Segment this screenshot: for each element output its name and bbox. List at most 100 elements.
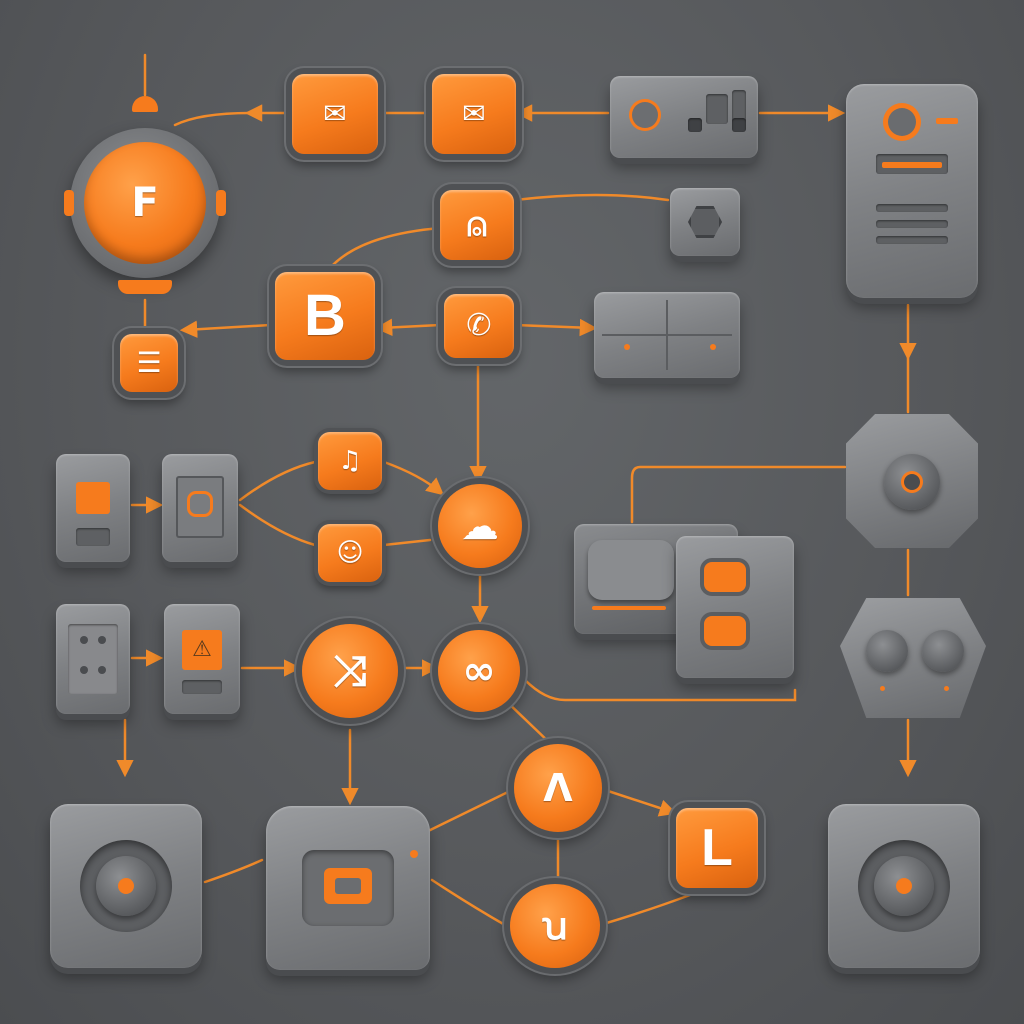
knob-led [944,686,949,691]
shuffle-icon: ⤨ [333,646,367,695]
switch-slot [706,94,728,124]
camera-block[interactable] [266,806,430,970]
dot [80,666,88,674]
wire [603,788,677,817]
server-tower[interactable] [846,84,978,298]
warning-icon: ⚠ [192,637,212,662]
user-button[interactable]: ⍝ [440,190,514,260]
phone-button[interactable]: ✆ [444,294,514,358]
hub-antenna-cap [132,96,158,112]
mail-icon: ✉ [462,97,486,130]
mail-button-left[interactable]: ✉ [292,74,378,154]
lambda-circle[interactable]: Λ [514,744,602,832]
switch-slot [732,118,746,132]
mail-icon: ✉ [323,97,347,130]
cloud-icon: ☁ [461,504,499,548]
wire [382,538,432,547]
link-icon: ∞ [462,648,496,694]
status-led [936,118,958,124]
globe-hub-core: F [84,142,206,264]
camera-icon [324,868,372,904]
link-circle[interactable]: ∞ [438,630,520,712]
warning-panel-left[interactable] [56,454,130,562]
camera-lens [335,878,361,894]
vent-slot [876,236,948,244]
speaker-block-right[interactable] [828,804,980,968]
speaker-center [904,474,920,490]
panel-dial [632,102,658,128]
control-panel-top[interactable] [610,76,758,158]
stacked-modules-front[interactable] [676,536,794,678]
dot [98,636,106,644]
dots-panel[interactable] [56,604,130,714]
wire [503,698,554,747]
wire [513,193,670,202]
vent-slot [876,220,948,228]
wire [382,460,445,496]
grid-led [710,344,716,350]
grid-divider [602,334,732,336]
warning-panel[interactable]: ⚠ [164,604,240,714]
screen-icon [176,476,224,538]
cloud-circle[interactable]: ☁ [438,484,522,568]
vent-slot [876,204,948,212]
module-button-bottom[interactable] [704,616,746,646]
knob-icon [922,630,964,672]
module-button-top[interactable] [704,562,746,592]
dot [98,666,106,674]
wire [328,226,442,270]
wire [179,320,272,339]
grid-panel[interactable] [594,292,740,378]
module-cover [588,540,674,600]
hub-tab-left [64,190,74,216]
l-button[interactable]: L [676,808,758,888]
hub-base [118,280,172,294]
screen-button [190,494,210,514]
hex-nut-icon [688,206,722,238]
orange-strip [882,162,942,168]
wire [598,893,692,927]
menu-lines-icon: F [131,180,159,226]
mail-button-right[interactable]: ✉ [432,74,516,154]
music-button[interactable]: ♫ [318,432,382,490]
music-icon: ♫ [338,446,362,476]
wire [203,858,264,884]
wire [513,318,598,337]
wire [630,465,847,524]
small-list-button[interactable]: ☰ [120,334,178,392]
phone-icon: ✆ [466,308,492,343]
panel-slot [76,528,110,546]
speaker-led [118,878,134,894]
hex-speaker[interactable] [846,414,978,548]
screen-panel-left[interactable] [162,454,238,562]
wire [238,503,317,547]
knob-led [880,686,885,691]
shuffle-circle[interactable]: ⤨ [302,624,398,718]
wire [173,111,252,127]
panel-slot [182,680,222,694]
speaker-block-left[interactable] [50,804,202,968]
globe-hub[interactable]: F [64,128,226,294]
wire [523,678,797,702]
knob-icon [866,630,908,672]
warning-icon-frame: ⚠ [182,630,222,670]
wire [238,460,317,502]
lambda-icon: Λ [543,766,573,810]
hex-double-knob[interactable] [840,598,986,718]
script-circle[interactable]: ꭒ [510,884,600,968]
face-icon: ☺ [336,538,364,568]
camera-led [410,850,418,858]
hex-socket[interactable] [670,188,740,256]
user-icon: ⍝ [466,205,488,245]
script-icon: ꭒ [542,904,568,948]
wire [430,878,507,927]
letter-b-icon: B [304,283,346,348]
b-button[interactable]: B [275,272,375,360]
face-button[interactable]: ☺ [318,524,382,582]
dots-icon [68,624,118,694]
dot [80,636,88,644]
letter-l-icon: L [701,819,733,877]
person-icon [76,482,110,514]
speaker-led [896,878,912,894]
